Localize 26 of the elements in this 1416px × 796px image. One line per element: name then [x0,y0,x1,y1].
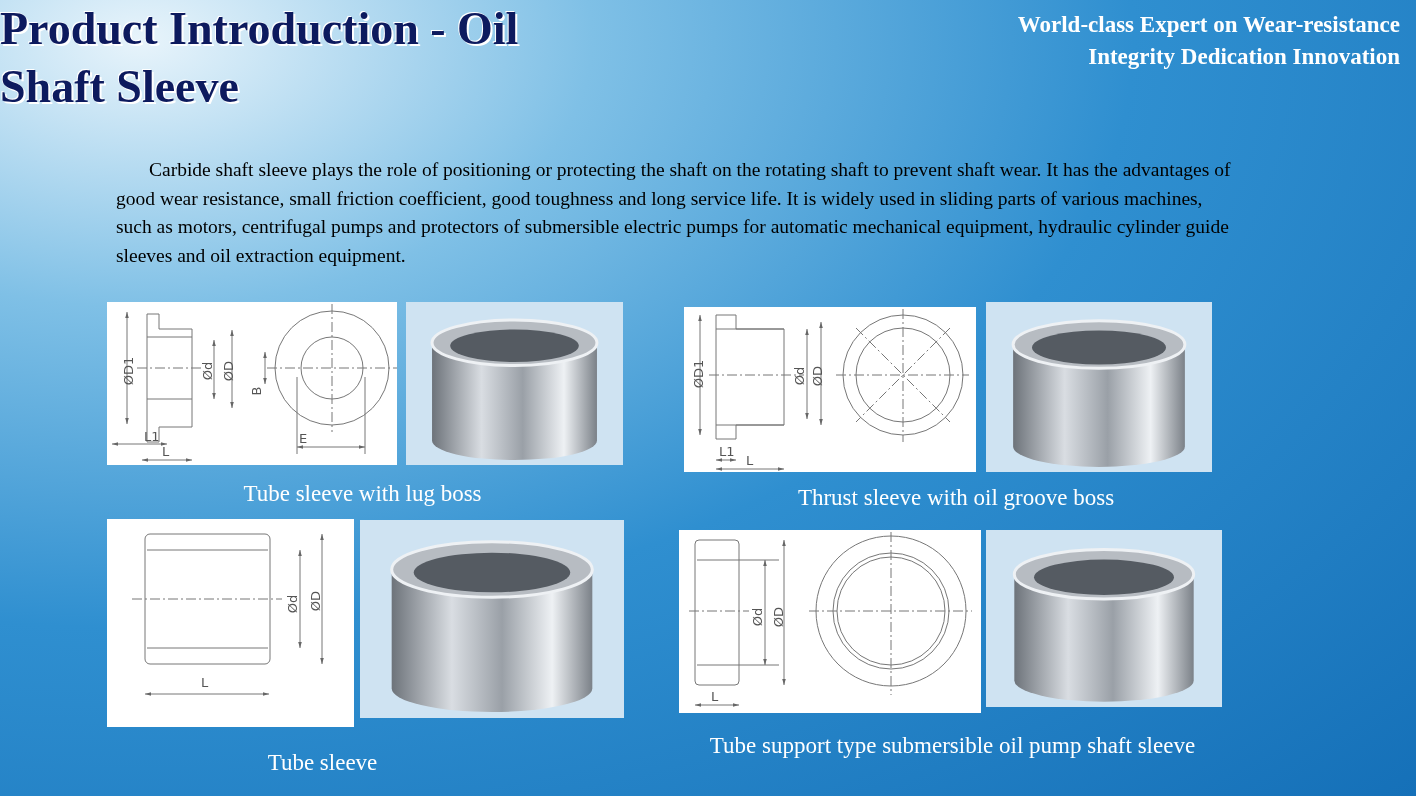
dimension-label: L1 [144,430,160,444]
dimension-label: Ød [751,607,766,627]
dimension-label: ØD1 [122,356,137,386]
caption-text: Tube sleeve with lug boss [242,480,483,508]
dimension-label: ØD1 [692,359,707,389]
description-paragraph: Carbide shaft sleeve plays the role of positioning or protecting the shaft on the rotating shaft to prevent shaft wear. It has the advantages of good wear resistance, small friction coefficient, good toughness and long service life. It is widely used in sliding parts of various machines, such as motors, centrifugal pumps and protectors of submersible electric pumps for automatic mechanical equipment, hydraulic cylinder guide sleeves and oil extraction equipment. [116,158,1232,268]
dimension-label: Ød [286,594,301,614]
caption-text: Tube support type submersible oil pump shaft sleeve [708,732,1197,760]
slide-title: Product Introduction - Oil Shaft Sleeve [0,2,520,114]
dimension-label: L [746,454,754,468]
dimension-label: L [201,676,209,690]
tagline-text: World-class Expert on Wear-resistance [1016,12,1400,38]
dimension-label: ØD [772,606,787,628]
caption-text: Thrust sleeve with oil groove boss [796,484,1116,512]
dimension-label: ØD [811,365,826,387]
dimension-label: L1 [719,445,735,459]
dimension-label: ØD [309,590,324,612]
dimension-label: Ød [201,361,216,381]
tagline-text: Integrity Dedication Innovation [1087,44,1400,70]
dimension-label: E [299,432,308,446]
dimension-label: Ød [793,366,808,386]
dimension-label: B [250,386,265,396]
caption-text: Tube sleeve [266,749,379,777]
dimension-label: ØD [222,360,237,382]
dimension-label: L [162,445,170,459]
dimension-label: L [711,690,719,704]
